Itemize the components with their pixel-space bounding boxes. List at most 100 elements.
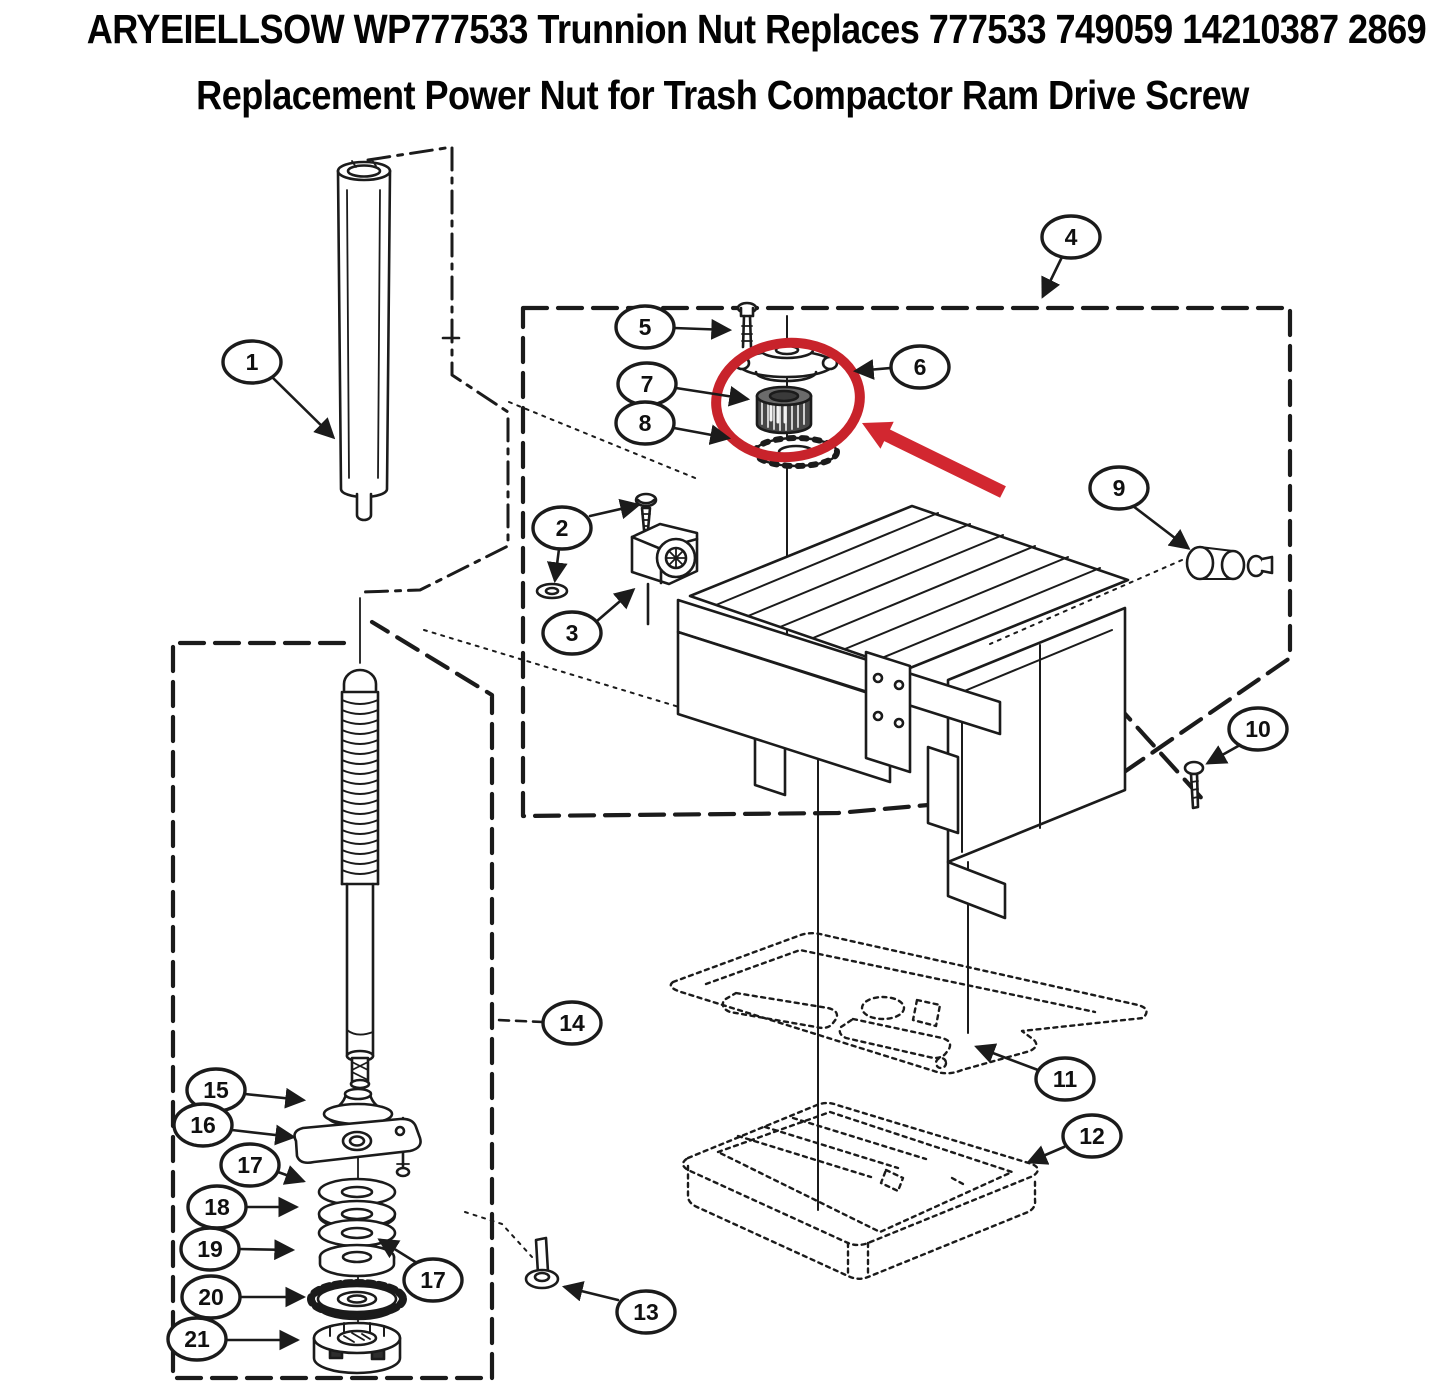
callout-12-number: 12 <box>1079 1123 1105 1149</box>
flat-washer-part-2 <box>535 582 569 600</box>
callout-17-number: 17 <box>237 1152 263 1178</box>
washer-part-17-bottom <box>317 1218 397 1248</box>
callout-19-number: 19 <box>197 1236 223 1262</box>
callout-16: 16 <box>172 1102 297 1148</box>
washer-part-19 <box>318 1243 396 1278</box>
drive-screw-box <box>170 619 495 1381</box>
callout-14-number: 14 <box>559 1010 585 1036</box>
callout-5-bubble <box>614 304 676 350</box>
callout-7: 7 <box>616 361 751 407</box>
callout-17: 17 <box>219 1142 306 1188</box>
callout-1: 1 <box>221 339 336 440</box>
callout-11-bubble <box>1034 1056 1096 1102</box>
callout-13-leader <box>561 1281 620 1302</box>
callout-17-leader <box>276 1165 306 1185</box>
callout-3-leader <box>595 587 636 623</box>
callout-17-bubble <box>402 1257 464 1303</box>
callout-3: 3 <box>541 587 636 656</box>
callout-5-leader <box>672 318 733 340</box>
callout-14-bubble <box>541 1000 603 1046</box>
callout-5-number: 5 <box>639 314 652 340</box>
callout-19: 19 <box>179 1226 296 1272</box>
ram-assembly <box>676 504 1130 920</box>
callout-8-number: 8 <box>639 410 652 436</box>
retainer-block-part-3 <box>630 522 699 626</box>
title-line-1: ARYEIELLSOW WP777533 Trunnion Nut Replac… <box>86 6 1427 52</box>
callout-9-bubble <box>1088 465 1150 511</box>
screw-part-2 <box>634 492 658 532</box>
callout-12-bubble <box>1061 1113 1123 1159</box>
callout-19-bubble <box>179 1226 241 1272</box>
callout-15: 15 <box>185 1067 307 1113</box>
product-title: ARYEIELLSOW WP777533 Trunnion Nut Replac… <box>0 0 1445 124</box>
trunnion-nut-part-7 <box>755 385 813 435</box>
title-line-2: Replacement Power Nut for Trash Compacto… <box>196 72 1249 118</box>
callout-2-leader <box>588 498 642 520</box>
callout-16-bubble <box>172 1102 234 1148</box>
callout-10-leader <box>1205 743 1242 765</box>
callout-6-bubble <box>889 344 951 390</box>
callout-10-number: 10 <box>1245 716 1271 742</box>
callout-9-number: 9 <box>1113 475 1126 501</box>
washer-part-17-top <box>317 1177 397 1207</box>
callout-17-number: 17 <box>420 1267 446 1293</box>
callout-8-bubble <box>614 400 676 446</box>
callout-6: 6 <box>852 344 951 390</box>
callout-21-number: 21 <box>184 1326 210 1352</box>
callout-7-leader <box>674 386 751 407</box>
callout-2-bubble <box>531 505 593 551</box>
callout-11: 11 <box>974 1043 1096 1102</box>
callout-1-leader <box>270 375 336 440</box>
callout-4: 4 <box>1040 214 1102 299</box>
sprocket-part-20 <box>307 1279 407 1321</box>
callout-7-number: 7 <box>641 371 654 397</box>
callout-10-bubble <box>1227 706 1289 752</box>
callout-15-number: 15 <box>203 1077 229 1103</box>
callout-4-number: 4 <box>1065 224 1078 250</box>
washer-stack-parts-15-21 <box>293 1087 422 1375</box>
callout-9-leader <box>1131 504 1191 550</box>
callout-15-leader <box>243 1087 307 1109</box>
callout-20: 20 <box>180 1274 307 1320</box>
callout-14-leader <box>495 1018 545 1024</box>
callout-11-leader <box>974 1043 1040 1072</box>
callout-20-bubble <box>180 1274 242 1320</box>
callout-2: 2 <box>531 498 642 584</box>
callout-19-leader <box>237 1239 296 1261</box>
drive-screw-part-14 <box>340 668 380 1090</box>
highlight-arrow <box>862 421 1006 498</box>
callout-10: 10 <box>1205 706 1289 765</box>
callout-8-leader <box>672 424 732 446</box>
highlight <box>711 337 1006 498</box>
callout-17: 17 <box>377 1238 464 1303</box>
callout-4-bubble <box>1040 214 1102 260</box>
callout-12: 12 <box>1026 1113 1123 1165</box>
callout-13-number: 13 <box>633 1299 659 1325</box>
plate-part-16 <box>293 1116 422 1178</box>
pan-part-12 <box>681 1101 1039 1280</box>
callout-16-number: 16 <box>190 1112 216 1138</box>
callout-11-number: 11 <box>1053 1066 1078 1092</box>
callout-9: 9 <box>1088 465 1191 550</box>
callout-21: 21 <box>166 1316 301 1362</box>
callout-20-number: 20 <box>198 1284 224 1310</box>
callout-17-bubble <box>219 1142 281 1188</box>
roller-part-9 <box>1185 545 1274 581</box>
callout-2-leader <box>546 547 568 584</box>
callout-13-bubble <box>615 1289 677 1335</box>
cylinder-part-1 <box>336 145 510 594</box>
callout-13: 13 <box>561 1281 677 1335</box>
bolt-part-5 <box>736 301 758 349</box>
callout-17-leader <box>377 1238 419 1265</box>
callout-18: 18 <box>186 1184 300 1230</box>
callout-4-leader <box>1041 255 1064 299</box>
gasket-part-11 <box>669 932 1148 1075</box>
highlight-circle <box>711 337 865 463</box>
callout-12-leader <box>1026 1145 1066 1165</box>
callout-2-number: 2 <box>556 515 569 541</box>
callout-5: 5 <box>614 304 733 350</box>
callout-6-number: 6 <box>914 354 927 380</box>
